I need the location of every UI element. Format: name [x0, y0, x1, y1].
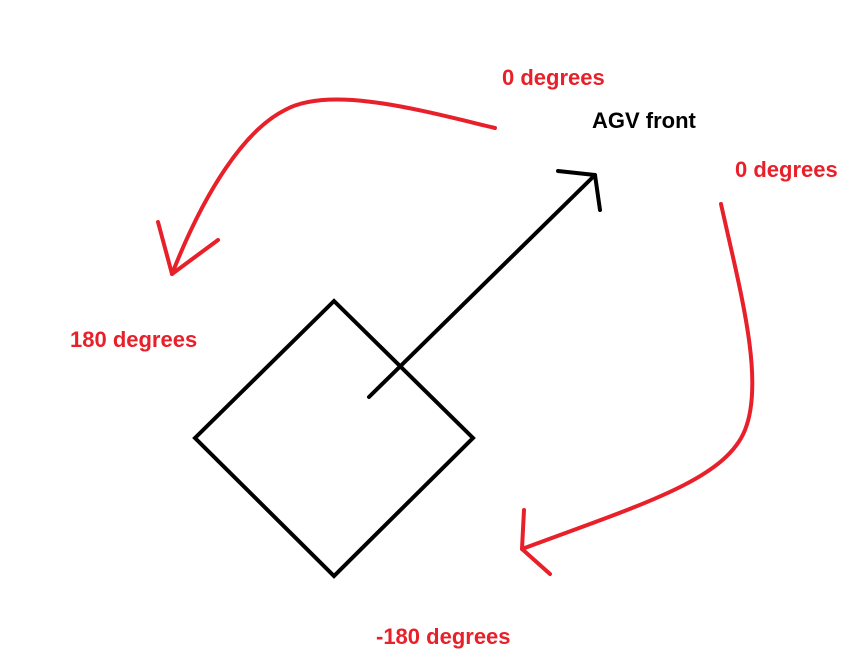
bottom-neg-180-degrees-label: -180 degrees	[376, 624, 511, 649]
cw-rotation-arrow-head	[520, 508, 552, 576]
ccw-rotation-arrow-curve	[170, 97, 497, 276]
ccw-rotation-arrow	[156, 97, 497, 276]
agv-body	[192, 298, 476, 579]
agv-front-label: AGV front	[592, 108, 696, 133]
right-zero-degrees-label: 0 degrees	[735, 157, 838, 182]
left-180-degrees-label: 180 degrees	[70, 327, 198, 352]
cw-rotation-arrow-curve	[520, 202, 755, 551]
agv-front-arrow-shaft	[367, 173, 597, 399]
agv-front-arrow	[367, 169, 602, 399]
agv-front-arrow-head	[556, 169, 602, 212]
cw-rotation-arrow	[520, 202, 755, 576]
ccw-rotation-arrow-head	[156, 220, 220, 276]
top-zero-degrees-label: 0 degrees	[502, 65, 605, 90]
